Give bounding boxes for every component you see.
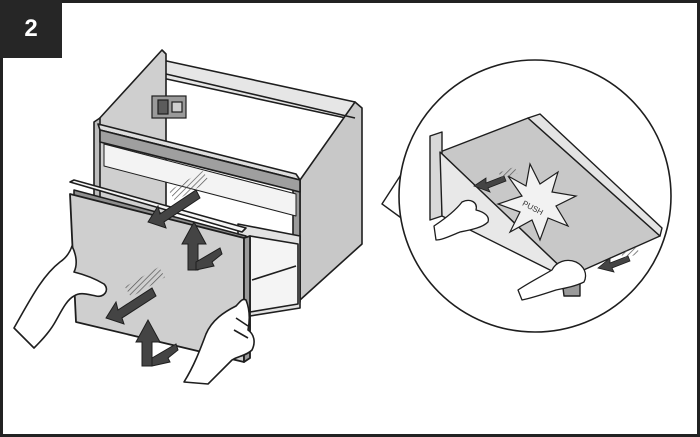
push-starburst-icon: PUSH — [496, 162, 578, 242]
pull-out-arrow-upper — [147, 170, 210, 229]
step-number-badge: 2 — [0, 0, 62, 58]
pull-out-arrow-lower — [105, 266, 166, 325]
lift-arrow-upper — [181, 220, 223, 271]
lift-arrow-lower — [135, 318, 179, 367]
detail-arrow-right — [597, 246, 640, 273]
detail-left-hand-icon — [433, 199, 490, 241]
detail-right-hand-icon — [517, 259, 587, 301]
left-hand-icon — [13, 245, 108, 349]
right-hand-icon — [183, 298, 255, 385]
detail-arrow-left — [473, 166, 518, 193]
hinge-bracket — [151, 95, 187, 119]
